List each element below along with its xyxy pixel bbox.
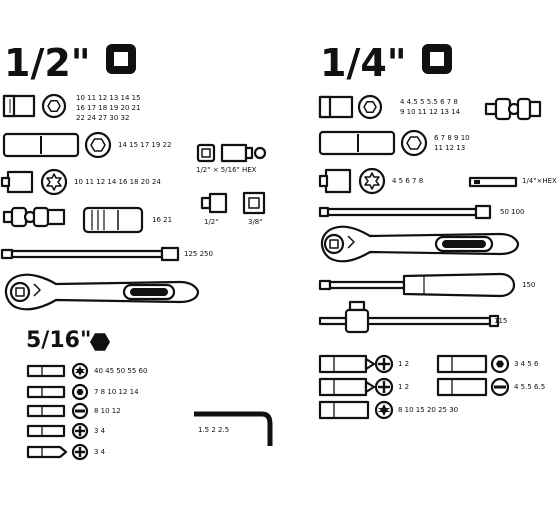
quarter-ratchet-icon — [320, 225, 520, 263]
quarter-bit-slot-icon — [436, 377, 510, 397]
quarter-bit-torx-sizes: 8 10 15 20 25 30 — [398, 406, 459, 414]
half-drive-square-icon — [106, 44, 136, 74]
bit-hex-icon — [26, 383, 89, 401]
half-universal-joint-icon — [2, 206, 66, 228]
quarter-hex-adapter-label: 1/4"×HEX — [522, 177, 557, 185]
quarter-deep-socket-icon — [318, 130, 396, 156]
quarter-short-socket-hex-end-icon — [357, 94, 383, 120]
half-drive-heading: 1/2" — [4, 41, 91, 85]
quarter-deep-socket-sizes-row1: 6 7 8 9 10 — [434, 134, 470, 142]
quarter-bit-pozi-sizes: 1 2 — [398, 383, 410, 391]
bit-pozi-icon — [26, 443, 89, 461]
half-deep-socket-sizes: 14 15 17 19 22 — [118, 141, 172, 149]
quarter-torx-socket-icon — [318, 168, 352, 194]
quarter-bits-left-icons — [318, 354, 394, 420]
half-torx-socket-icon — [0, 170, 34, 194]
five-sixteenth-hex-sizes: 7 8 10 12 14 — [94, 388, 139, 396]
quarter-bit-slot-sizes: 4 5.5 6.5 — [514, 383, 546, 391]
five-sixteenth-bits-icons — [26, 362, 89, 461]
quarter-t-bar-size: 115 — [494, 317, 508, 325]
five-sixteenth-heading: 5/16" — [26, 328, 92, 353]
quarter-bits-right-icons — [436, 354, 510, 397]
five-sixteenth-hex-icon — [90, 333, 110, 351]
quarter-t-bar-icon — [318, 300, 500, 334]
half-adapter-label: 1/2" — [204, 218, 219, 226]
bit-torx-icon — [26, 362, 89, 380]
half-spline-socket-icon — [82, 206, 144, 234]
quarter-drive-square-icon — [422, 44, 452, 74]
half-spline-socket-sizes: 16 21 — [152, 216, 173, 224]
quarter-universal-joint-icon — [484, 97, 542, 121]
quarter-drive-heading: 1/4" — [320, 41, 407, 85]
five-sixteenth-torx-sizes: 40 45 50 55 60 — [94, 367, 148, 375]
half-short-socket-sizes-row3: 22 24 27 30 32 — [76, 114, 130, 122]
quarter-torx-socket-end-icon — [358, 167, 386, 195]
half-short-socket-sizes-row1: 10 11 12 13 14 15 — [76, 94, 141, 102]
half-short-socket-sizes-row2: 16 17 18 19 20 21 — [76, 104, 141, 112]
half-ratchet-icon — [4, 273, 200, 311]
quarter-extension-bar-icon — [318, 204, 492, 220]
five-sixteenth-pozi-sizes: 3 4 — [94, 448, 106, 456]
quarter-bit-phillips-sizes: 1 2 — [398, 360, 410, 368]
half-torx-socket-end-icon — [40, 168, 68, 196]
quarter-bit-hex-icon — [436, 354, 510, 374]
quarter-extension-sizes: 50 100 — [500, 208, 525, 216]
quarter-screwdriver-size: 150 — [522, 281, 536, 289]
quarter-bit-phillips-icon — [318, 354, 394, 374]
half-hex-adapter-label: 1/2" × 5/16" HEX — [196, 166, 257, 174]
five-sixteenth-slot-sizes: 8 10 12 — [94, 407, 121, 415]
bit-slot-icon — [26, 402, 89, 420]
quarter-screwdriver-handle-icon — [318, 272, 516, 298]
five-sixteenth-phillips-sizes: 3 4 — [94, 427, 106, 435]
half-deep-socket-hex-end-icon — [84, 131, 112, 159]
half-short-socket-hex-end-icon — [41, 93, 67, 119]
half-torx-socket-sizes: 10 11 12 14 16 18 20 24 — [74, 178, 161, 186]
half-extension-bar-icon — [0, 246, 180, 262]
quarter-deep-socket-hex-end-icon — [400, 129, 428, 157]
quarter-short-socket-sizes-row2: 9 10 11 12 13 14 — [400, 108, 461, 116]
quarter-torx-socket-sizes: 4 5 6 7 8 — [392, 177, 424, 185]
allen-key-sizes: 1.5 2 2.5 — [198, 426, 230, 434]
allen-key-icon — [194, 411, 273, 446]
half-extension-sizes: 125 250 — [184, 250, 213, 258]
quarter-deep-socket-sizes-row2: 11 12 13 — [434, 144, 466, 152]
quarter-bit-hex-sizes: 3 4 5 6 — [514, 360, 539, 368]
half-to-3-8-adapter-icon — [200, 191, 266, 215]
quarter-bit-pozi-icon — [318, 377, 394, 397]
half-to-hex-adapter-icon — [196, 143, 267, 163]
bit-phillips-icon — [26, 422, 89, 440]
quarter-bit-torx-icon — [318, 400, 394, 420]
quarter-hex-adapter-icon — [468, 176, 518, 188]
half-short-socket-icon — [2, 94, 36, 118]
quarter-short-socket-sizes-row1: 4 4.5 5 5.5 6 7 8 — [400, 98, 458, 106]
three-eighth-adapter-label: 3/8" — [248, 218, 263, 226]
quarter-short-socket-icon — [318, 95, 354, 119]
half-deep-socket-icon — [2, 132, 80, 158]
